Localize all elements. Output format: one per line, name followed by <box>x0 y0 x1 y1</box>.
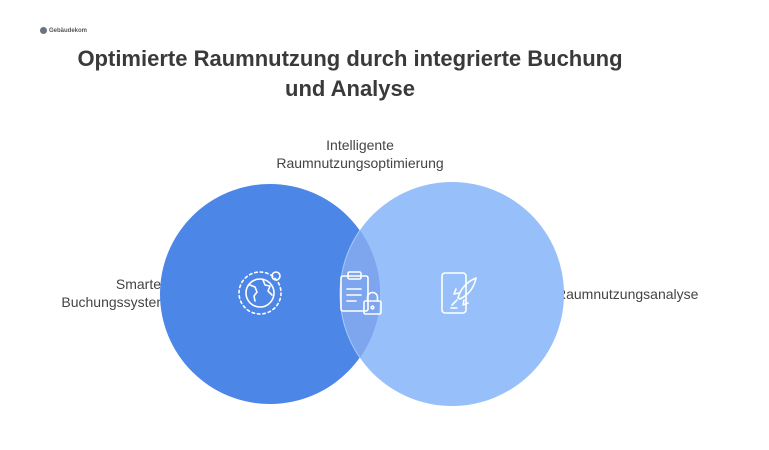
logo-mark-icon <box>40 27 47 34</box>
logo: Gebäudekom <box>40 27 87 34</box>
globe-icon <box>238 271 282 315</box>
intersection-label: Intelligente Raumnutzungsoptimierung <box>250 136 470 172</box>
left-set-label-line2: Buchungssystem <box>61 294 168 310</box>
right-set-circle <box>340 182 564 406</box>
clipboard-lock-icon <box>340 271 382 315</box>
left-set-label: Smartes Buchungssystem <box>40 275 168 311</box>
intersection-label-line1: Intelligente <box>326 137 394 153</box>
intersection-outline <box>339 184 380 404</box>
diagram-title: Optimierte Raumnutzung durch integrierte… <box>77 46 623 101</box>
logo-text: Gebäudekom <box>49 27 88 34</box>
phone-rocket-icon <box>441 272 477 314</box>
right-set-label: Raumnutzungsanalyse <box>556 286 699 302</box>
intersection-label-line2: Raumnutzungsoptimierung <box>276 155 444 171</box>
left-set-label-line1: Smartes <box>115 276 168 292</box>
